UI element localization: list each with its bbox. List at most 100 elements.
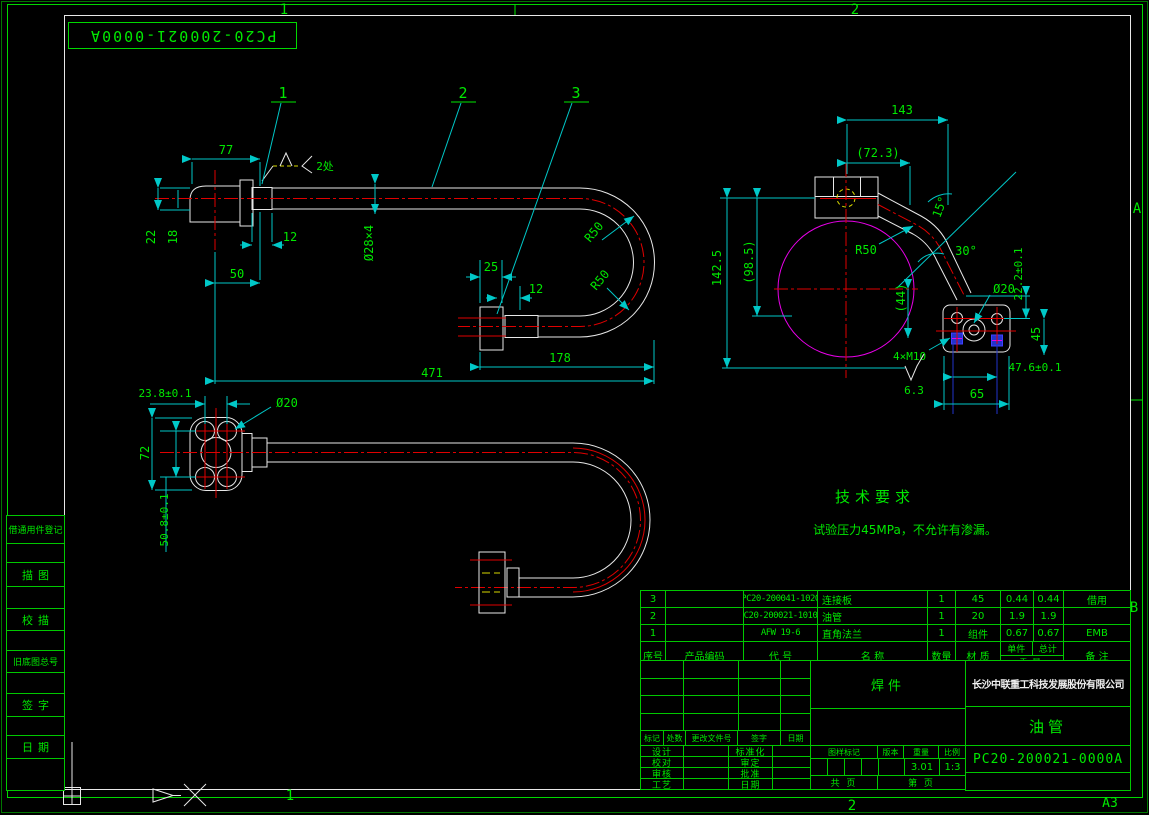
dim-r50-side: R50	[855, 243, 877, 257]
part-unit-weight: 0.67	[1001, 625, 1033, 641]
rev-cell	[684, 678, 738, 695]
dim-50-8: 50.8±0.1	[158, 494, 171, 547]
sign-value	[773, 746, 810, 756]
roughness-symbol: 6.3	[904, 353, 925, 397]
part-code: PC20-200021-1010A	[744, 608, 817, 624]
part-remark	[1064, 608, 1130, 624]
direction-arrow-icon	[152, 788, 181, 803]
stamp-mark-cell	[811, 759, 827, 775]
part-remark: EMB	[1064, 625, 1130, 641]
dim-143: 143	[891, 103, 913, 117]
sign-value	[684, 746, 728, 756]
part-remark: 借用	[1064, 591, 1130, 607]
sign-review-label: 审核	[641, 768, 683, 778]
blank-cell	[811, 709, 965, 745]
dim-25: 25	[484, 260, 498, 274]
title-block-revision-grid	[640, 660, 811, 731]
sidebar-spacer	[7, 759, 64, 790]
tech-req-line: 试验压力45MPa，不允许有渗漏。	[813, 523, 997, 537]
rev-cell	[781, 661, 810, 678]
title-block-change-headers: 标记 处数 更改文件号 签字 日期	[640, 730, 811, 746]
parts-list-table: 3 PC20-200041-1020 连接板 1 45 0.44 0.44 借用…	[640, 590, 1131, 669]
dim-22: 22	[144, 230, 158, 244]
blank-cell	[966, 773, 1130, 790]
sign-value	[684, 768, 728, 778]
view-side-geometry	[774, 163, 1017, 378]
roughness-value: 6.3	[904, 384, 924, 397]
sign-standardize-label: 标准化	[729, 746, 772, 756]
stamp-value-row: 3.01 1:3	[810, 758, 966, 776]
view-top-dimensions: 77 22 18 12 50 Ø28×4 25 12 178 471	[144, 143, 655, 385]
dim-r50-upper: R50	[582, 219, 607, 245]
sidebar-item-trace: 描图	[7, 563, 64, 586]
part-code: AFW 19-6	[744, 625, 817, 641]
sheet-size-label: A3	[1102, 796, 1118, 811]
zone-label-right-b: B	[1130, 600, 1138, 616]
sign-value	[773, 757, 810, 767]
stamp-version-label: 版本	[878, 746, 903, 758]
part-code: PC20-200041-1020	[744, 591, 817, 607]
doc-number-box: PC20-200021-0000A	[68, 22, 297, 49]
change-count-label: 处数	[664, 731, 685, 745]
sign-process-label: 工艺	[641, 779, 683, 789]
sidebar-spacer	[7, 631, 64, 650]
sign-design-label: 设计	[641, 746, 683, 756]
part-qty: 1	[928, 625, 955, 641]
sign-value	[684, 757, 728, 767]
dim-23-8: 23.8±0.1	[139, 387, 192, 400]
company-name: 长沙中联重工科技发展股份有限公司	[966, 661, 1130, 706]
rev-cell	[641, 696, 683, 713]
sign-value	[773, 768, 810, 778]
dim-98-5: (98.5)	[742, 240, 756, 283]
part-product-code	[666, 625, 743, 641]
dim-12-mid: 12	[529, 282, 543, 296]
part-product-code	[666, 591, 743, 607]
rev-cell	[739, 696, 780, 713]
part-seq: 1	[641, 625, 665, 641]
stamp-version-value	[879, 759, 904, 775]
change-mark-label: 标记	[641, 731, 663, 745]
sign-date-label: 日期	[729, 779, 772, 789]
part-name: 连接板	[818, 591, 927, 607]
dim-4xm10: 4×M10	[893, 350, 926, 363]
view-front-geometry	[160, 408, 651, 614]
stamp-mark-cell	[845, 759, 861, 775]
doc-number-text: PC20-200021-0000A	[88, 26, 277, 45]
product-type-label: 焊件	[811, 661, 965, 708]
dim-pipe-spec: Ø28×4	[362, 225, 376, 261]
part-total-weight: 0.67	[1034, 625, 1063, 641]
dim-angle-30: 30°	[955, 244, 977, 258]
stamp-scale-label: 比例	[939, 746, 965, 758]
dim-72: 72	[138, 446, 152, 460]
stamp-mark-label: 图样标记	[811, 746, 877, 758]
rev-cell	[739, 661, 780, 678]
dim-12-left: 12	[283, 230, 297, 244]
stamp-scale-value: 1:3	[940, 759, 965, 775]
stamp-weight-value: 3.01	[905, 759, 939, 775]
dim-77: 77	[219, 143, 233, 157]
drawing-number-cell: PC20-200021-0000A	[965, 745, 1131, 773]
title-block-sign-grid: 设计 标准化 校对 审定 审核 批准 工艺 日期	[640, 745, 811, 790]
pages-page-label: 第 页	[878, 776, 965, 789]
view-side-dimensions: 143 (72.3) 142.5 (98.5) (44) R50 15° 30°…	[710, 103, 1061, 414]
sidebar-item-borrow-register: 借通用件登记	[7, 516, 64, 543]
part-name: 直角法兰	[818, 625, 927, 641]
dim-72-3: (72.3)	[856, 146, 899, 160]
balloons: 1 2 3	[261, 84, 589, 315]
part-unit-weight: 0.44	[1001, 591, 1033, 607]
rev-cell	[739, 713, 780, 730]
sign-approve-review-label: 审定	[729, 757, 772, 767]
weld-note: 2处	[316, 160, 334, 173]
view-front-dimensions: 23.8±0.1 Ø20 72 50.8±0.1	[138, 387, 298, 552]
rev-cell	[684, 696, 738, 713]
rev-cell	[684, 661, 738, 678]
stamp-pages-row: 共 页 第 页	[810, 775, 966, 790]
sign-value	[684, 779, 728, 789]
sign-value	[773, 779, 810, 789]
zone-label-bottom-2: 2	[848, 798, 856, 814]
title-block-blank-cell	[810, 708, 966, 746]
part-name-cell: 油管	[965, 706, 1131, 746]
rev-cell	[641, 661, 683, 678]
